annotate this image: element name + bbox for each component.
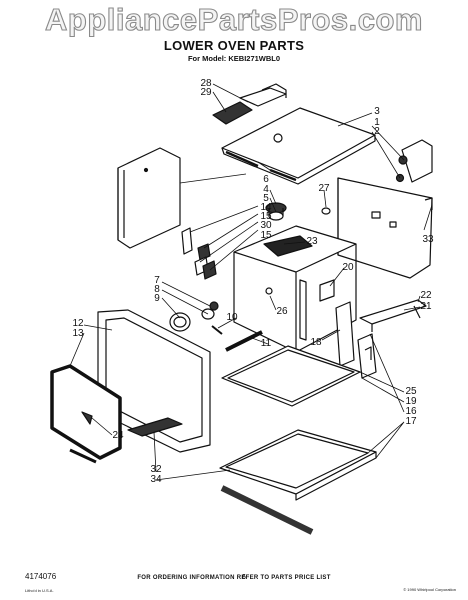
rail <box>359 299 427 332</box>
plug-27 <box>321 207 331 215</box>
top-panel <box>221 107 376 185</box>
page-title: LOWER OVEN PARTS <box>163 38 305 53</box>
callout-12: 12 <box>72 318 84 329</box>
hinge-plate <box>127 417 183 437</box>
callout-15a: 15 <box>260 211 272 222</box>
watermark: AppliancePartsPros.com <box>44 1 423 37</box>
callout-27: 27 <box>318 183 330 194</box>
callout-20: 20 <box>342 262 354 273</box>
clip-24 <box>81 411 93 425</box>
callout-4: 4 <box>263 184 269 195</box>
callout-3: 3 <box>374 106 380 117</box>
callout-8: 8 <box>154 284 160 295</box>
page-number: 6 <box>242 574 246 581</box>
callout-22: 22 <box>420 290 432 301</box>
callout-21: 21 <box>420 301 432 312</box>
callout-2: 2 <box>374 126 380 137</box>
callout-6: 6 <box>263 174 269 185</box>
callout-1: 1 <box>374 117 380 128</box>
callout-26: 26 <box>276 306 288 317</box>
callout-10: 10 <box>226 312 238 323</box>
model-subtitle: For Model: KEBI271WBL0 <box>187 54 281 63</box>
ordering-info: FOR ORDERING INFORMATION REFER TO PARTS … <box>137 575 331 581</box>
callout-16: 16 <box>405 406 417 417</box>
callout-9: 9 <box>154 293 160 304</box>
vent-duct <box>212 83 287 125</box>
callout-15b: 15 <box>260 230 272 241</box>
left-side-panel <box>117 147 181 249</box>
copyright: © 1990 Whirlpool Corporation <box>403 587 456 592</box>
screw-10 <box>211 325 223 335</box>
callout-7: 7 <box>154 275 160 286</box>
callout-23: 23 <box>306 236 318 247</box>
callout-28: 28 <box>200 78 212 89</box>
bracket-1-2 <box>395 139 433 183</box>
callout-34: 34 <box>150 474 162 485</box>
callout-13: 13 <box>72 328 84 339</box>
callout-19: 19 <box>405 396 417 407</box>
oven-cavity <box>233 225 357 353</box>
callout-17: 17 <box>405 416 417 427</box>
switch-group <box>181 227 217 280</box>
footnote: Litho'd in U.S.A. <box>25 588 54 593</box>
callout-11: 11 <box>260 338 272 349</box>
trim-strip <box>220 485 314 535</box>
bottom-panel <box>219 429 377 501</box>
callout-5: 5 <box>263 193 269 204</box>
callout-24: 24 <box>112 430 124 441</box>
callout-18: 18 <box>310 337 322 348</box>
callout-14: 14 <box>260 202 272 213</box>
strip-11 <box>225 330 263 352</box>
side-bracket <box>335 301 377 379</box>
callout-30: 30 <box>260 220 272 231</box>
callout-29: 29 <box>200 87 212 98</box>
leader-lines <box>69 83 433 481</box>
grommet <box>265 202 287 221</box>
callout-33: 33 <box>422 234 434 245</box>
callout-25: 25 <box>405 386 417 397</box>
document-number: 4174076 <box>25 572 57 581</box>
callout-32: 32 <box>150 464 162 475</box>
